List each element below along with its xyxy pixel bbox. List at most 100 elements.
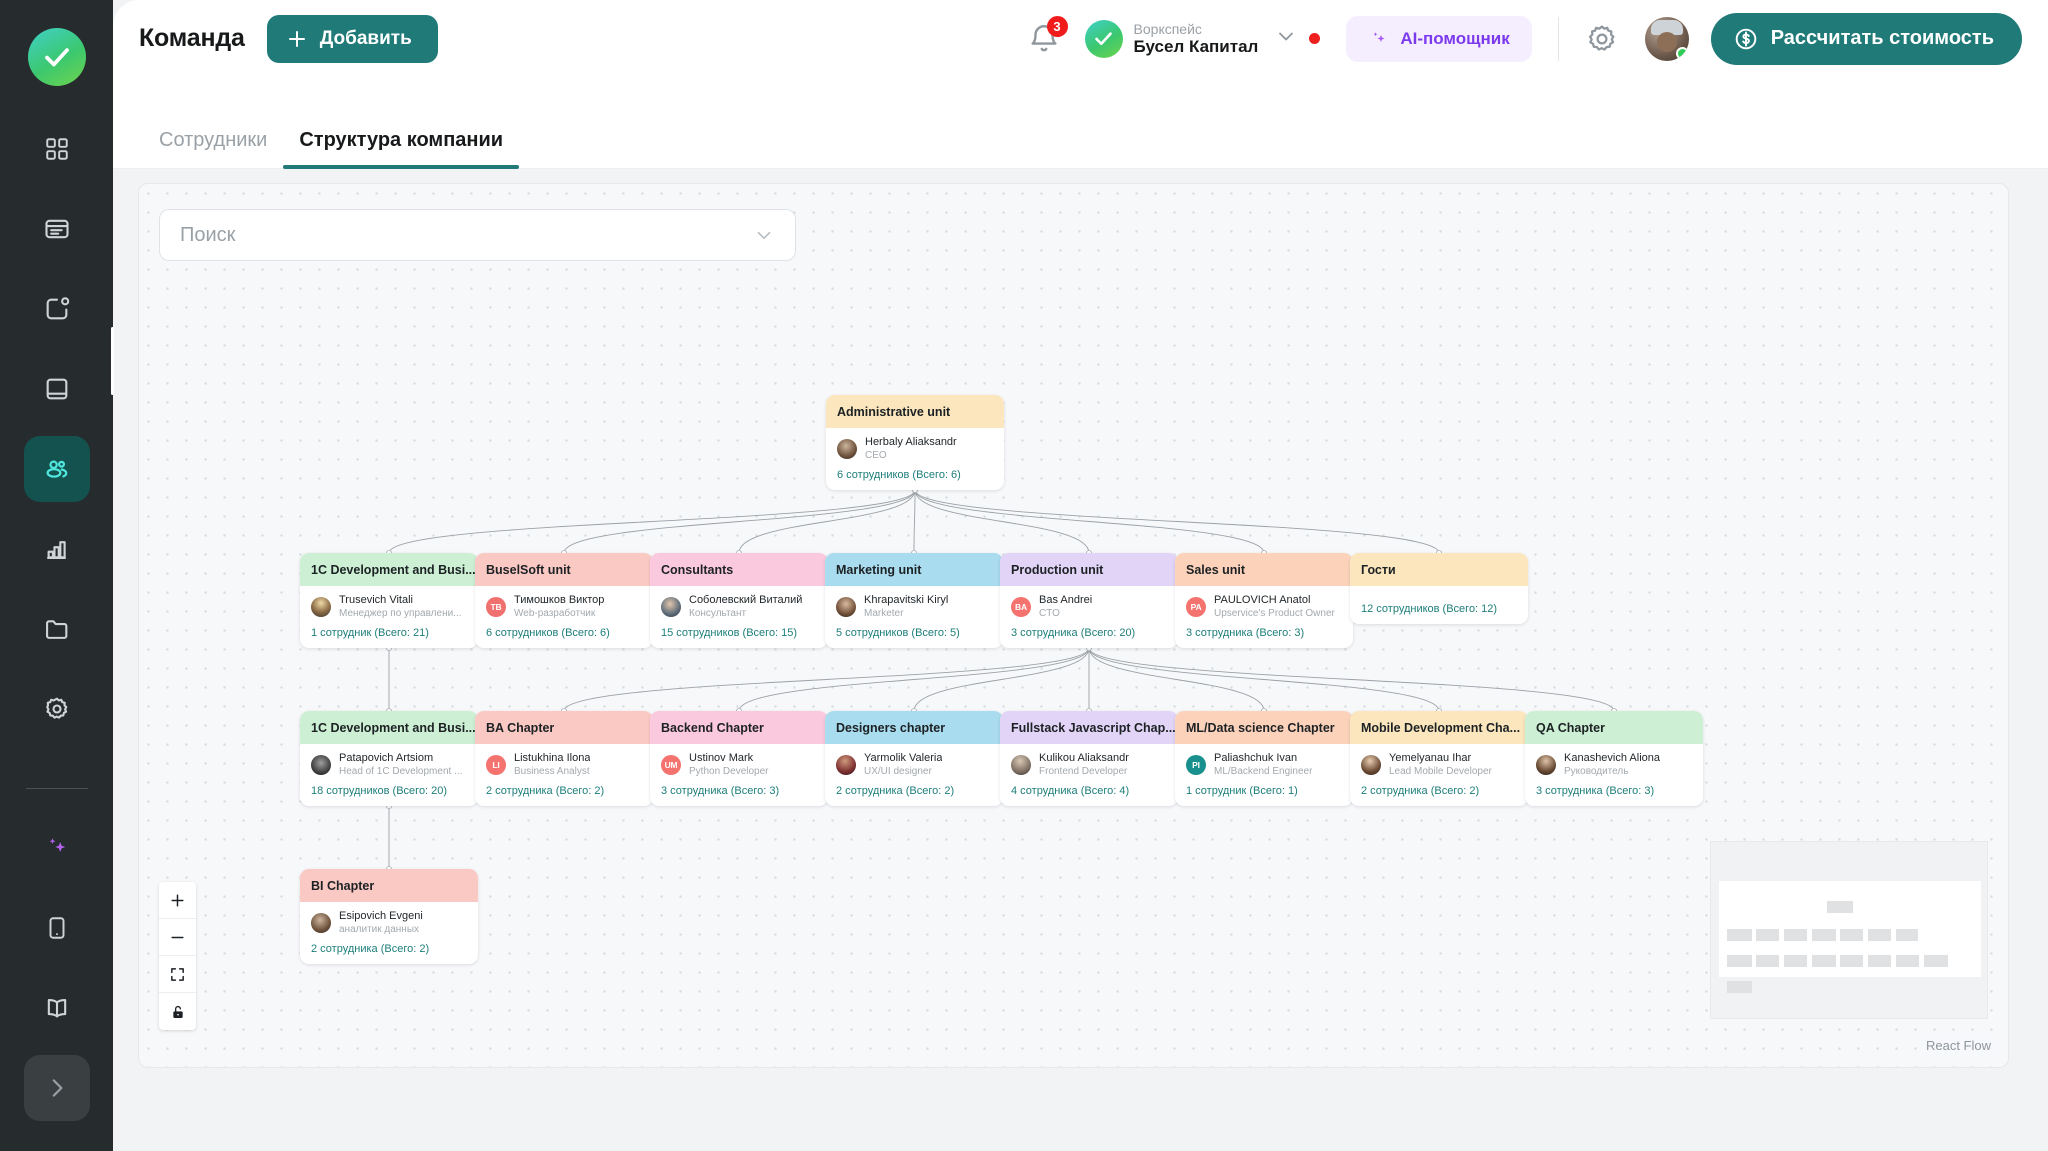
sidebar-divider	[25, 788, 88, 789]
dollar-circle-icon	[1735, 28, 1757, 49]
add-button[interactable]: Добавить	[266, 14, 438, 63]
notifications-badge: 3	[1046, 15, 1068, 37]
org-node-employee-count[interactable]: 3 сотрудника (Всего: 20)	[1011, 627, 1136, 640]
app-logo-icon[interactable]	[27, 28, 86, 86]
org-node-employee-count[interactable]: 6 сотрудников (Всего: 6)	[486, 627, 610, 640]
workspace-info[interactable]: Воркспейс Бусел Капитал	[1134, 21, 1259, 57]
org-node-employee-count[interactable]: 3 сотрудника (Всего: 3)	[1186, 627, 1305, 640]
tab-company-structure[interactable]: Структура компании	[283, 129, 519, 169]
sidebar-item-settings[interactable]	[24, 676, 90, 742]
org-node-employee-count[interactable]: 1 сотрудник (Всего: 1)	[1186, 785, 1298, 798]
org-node[interactable]: Mobile Development Cha...Yemelyanau Ihar…	[1350, 711, 1528, 807]
sidebar-item-dashboard[interactable]	[24, 116, 90, 182]
org-node-employee-count[interactable]: 2 сотрудника (Всего: 2)	[1361, 785, 1480, 798]
sparkles-icon	[49, 838, 65, 852]
org-chart-edge	[913, 489, 916, 554]
minimap-node	[1756, 929, 1779, 941]
minimap-node	[1784, 929, 1807, 941]
org-node-employee-count[interactable]: 3 сотрудника (Всего: 3)	[1536, 785, 1655, 798]
org-node-employee-count[interactable]: 2 сотрудника (Всего: 2)	[486, 785, 605, 798]
org-node-person-name: Paliashchuk Ivan	[1214, 752, 1298, 764]
search-input[interactable]	[180, 223, 753, 247]
org-chart-edge	[738, 489, 916, 554]
org-node-employee-count[interactable]: 18 сотрудников (Всего: 20)	[311, 785, 448, 798]
org-node-person-role: CTO	[1039, 607, 1060, 619]
org-node-employee-count[interactable]: 6 сотрудников (Всего: 6)	[837, 469, 961, 482]
avatar: BA	[1011, 597, 1031, 618]
org-node-person-role: Head of 1C Development ...	[339, 765, 463, 777]
org-node[interactable]: Fullstack Javascript Chap...Kulikou Alia…	[1000, 711, 1178, 807]
minimap-node	[1727, 955, 1752, 967]
sidebar-item-files[interactable]	[24, 596, 90, 662]
settings-button[interactable]	[1585, 22, 1619, 56]
chevron-down-icon[interactable]	[753, 224, 775, 246]
sidebar-collapse-button[interactable]	[23, 1055, 90, 1121]
ai-assistant-label: AI-помощник	[1400, 28, 1510, 48]
sidebar-item-knowledge[interactable]	[24, 356, 90, 422]
flow-minimap[interactable]	[1710, 841, 1988, 1019]
org-node-employee-count[interactable]: 1 сотрудник (Всего: 21)	[311, 627, 429, 640]
tab-employees[interactable]: Сотрудники	[159, 129, 268, 151]
avatar	[837, 439, 857, 460]
ai-assistant-button[interactable]: AI-помощник	[1346, 15, 1532, 62]
org-node-employee-count[interactable]: 2 сотрудника (Всего: 2)	[836, 785, 955, 798]
org-node-title: ML/Data science Chapter	[1175, 711, 1353, 744]
org-node-employee-count[interactable]: 12 сотрудников (Всего: 12)	[1361, 603, 1498, 615]
org-node-title: Sales unit	[1175, 553, 1353, 586]
lock-toggle-button[interactable]	[159, 993, 196, 1030]
org-node-person-name: Khrapavitski Kiryl	[864, 594, 949, 606]
zoom-out-button[interactable]	[159, 919, 196, 956]
workspace-logo-icon	[1084, 19, 1123, 58]
minimap-node	[1812, 929, 1836, 941]
search-input-wrapper[interactable]	[159, 209, 796, 261]
org-node-employee-count[interactable]: 15 сотрудников (Всего: 15)	[661, 627, 798, 640]
workspace-switcher-button[interactable]	[1274, 24, 1298, 53]
org-node-employee-count[interactable]: 3 сотрудника (Всего: 3)	[661, 785, 780, 798]
sidebar-item-mobile-app[interactable]	[24, 895, 90, 961]
sidebar-item-team[interactable]	[23, 436, 90, 502]
sidebar-item-docs[interactable]	[24, 975, 90, 1041]
org-node-person-name: Тимошков Виктор	[514, 594, 605, 606]
sidebar-item-analytics[interactable]	[24, 516, 90, 582]
org-node-employee-count[interactable]: 2 сотрудника (Всего: 2)	[311, 943, 430, 956]
sidebar-active-indicator	[111, 327, 114, 395]
notifications-button[interactable]: 3	[1027, 15, 1068, 56]
sidebar-item-projects[interactable]	[24, 276, 90, 342]
org-node[interactable]: 1C Development and Busi...Patapovich Art…	[300, 711, 478, 807]
sidebar-item-tasks[interactable]	[24, 196, 90, 262]
calculate-cost-button[interactable]: Рассчитать стоимость	[1710, 12, 2022, 65]
org-chart-edge	[388, 489, 916, 554]
org-node-person-name: Listukhina Ilona	[514, 752, 591, 764]
zoom-in-button[interactable]	[159, 882, 196, 919]
org-node-employee-count[interactable]: 4 сотрудника (Всего: 4)	[1011, 785, 1130, 798]
avatar-face	[1656, 31, 1677, 52]
org-node[interactable]: 1C Development and Busi...Trusevich Vita…	[300, 553, 478, 649]
open-book-icon	[47, 999, 66, 1018]
org-node-employee-count[interactable]: 5 сотрудников (Всего: 5)	[836, 627, 960, 640]
sidebar-item-ai[interactable]	[24, 815, 90, 881]
left-sidebar	[0, 0, 113, 1151]
user-avatar[interactable]	[1644, 16, 1689, 61]
react-flow-attribution[interactable]: React Flow	[1920, 1036, 1996, 1055]
fit-view-button[interactable]	[159, 956, 196, 993]
